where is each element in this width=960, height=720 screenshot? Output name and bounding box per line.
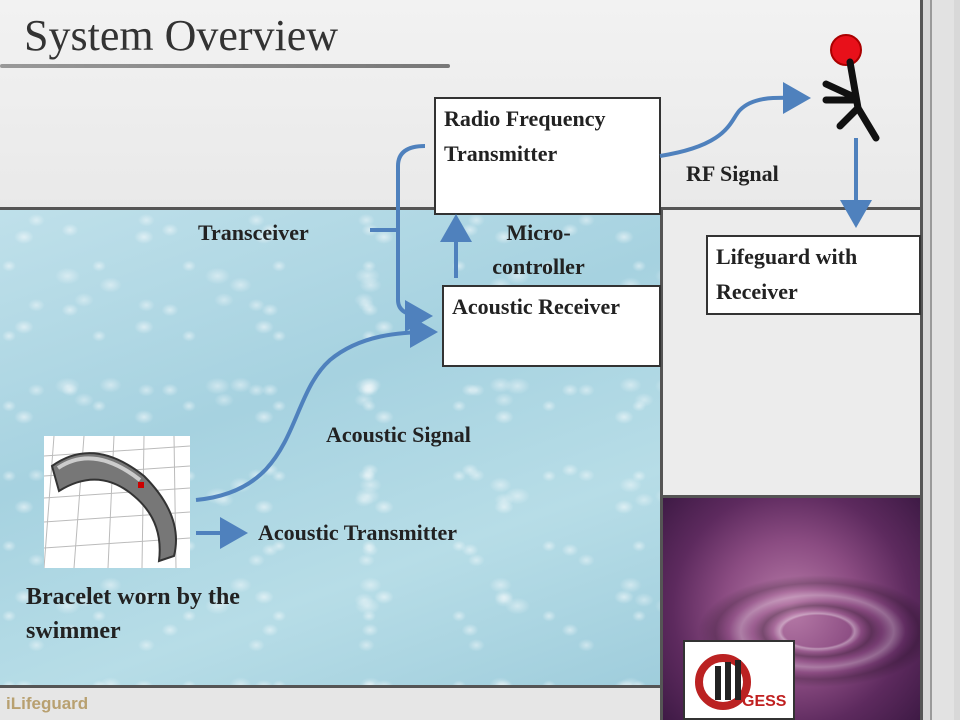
rf-transmitter-box: Radio Frequency Transmitter (434, 97, 661, 215)
bracket-top (370, 144, 426, 232)
acoustic-transmitter-label: Acoustic Transmitter (258, 520, 457, 545)
bracket-bottom (370, 228, 433, 332)
acoustic-signal-label: Acoustic Signal (326, 422, 471, 447)
lifeguard-figure-icon (822, 34, 880, 142)
gess-logo (683, 640, 795, 720)
rf-arrow (659, 81, 811, 158)
page-title: System Overview (24, 11, 339, 60)
acoustic-receiver-box: Acoustic Receiver (442, 285, 661, 367)
transceiver-label: Transceiver (198, 220, 309, 245)
acoustic-receiver-label: Acoustic Receiver (452, 294, 620, 319)
lifeguard-label: Lifeguard with Receiver (716, 244, 858, 304)
acoustic-signal-arrow (195, 316, 438, 502)
bracelet-image (44, 436, 190, 568)
bracelet-label: Bracelet worn by the swimmer (26, 584, 240, 644)
rf-transmitter-label: Radio Frequency Transmitter (444, 106, 606, 166)
rf-signal-label: RF Signal (686, 161, 779, 186)
right-frame-inner (930, 0, 954, 720)
title-underline (0, 64, 450, 68)
gess-text: GESS (742, 693, 787, 710)
lifeguard-box: Lifeguard with Receiver (706, 235, 921, 315)
footer-logo: iLifeguard (6, 694, 89, 713)
microcontroller-label: Micro-controller (492, 220, 585, 279)
